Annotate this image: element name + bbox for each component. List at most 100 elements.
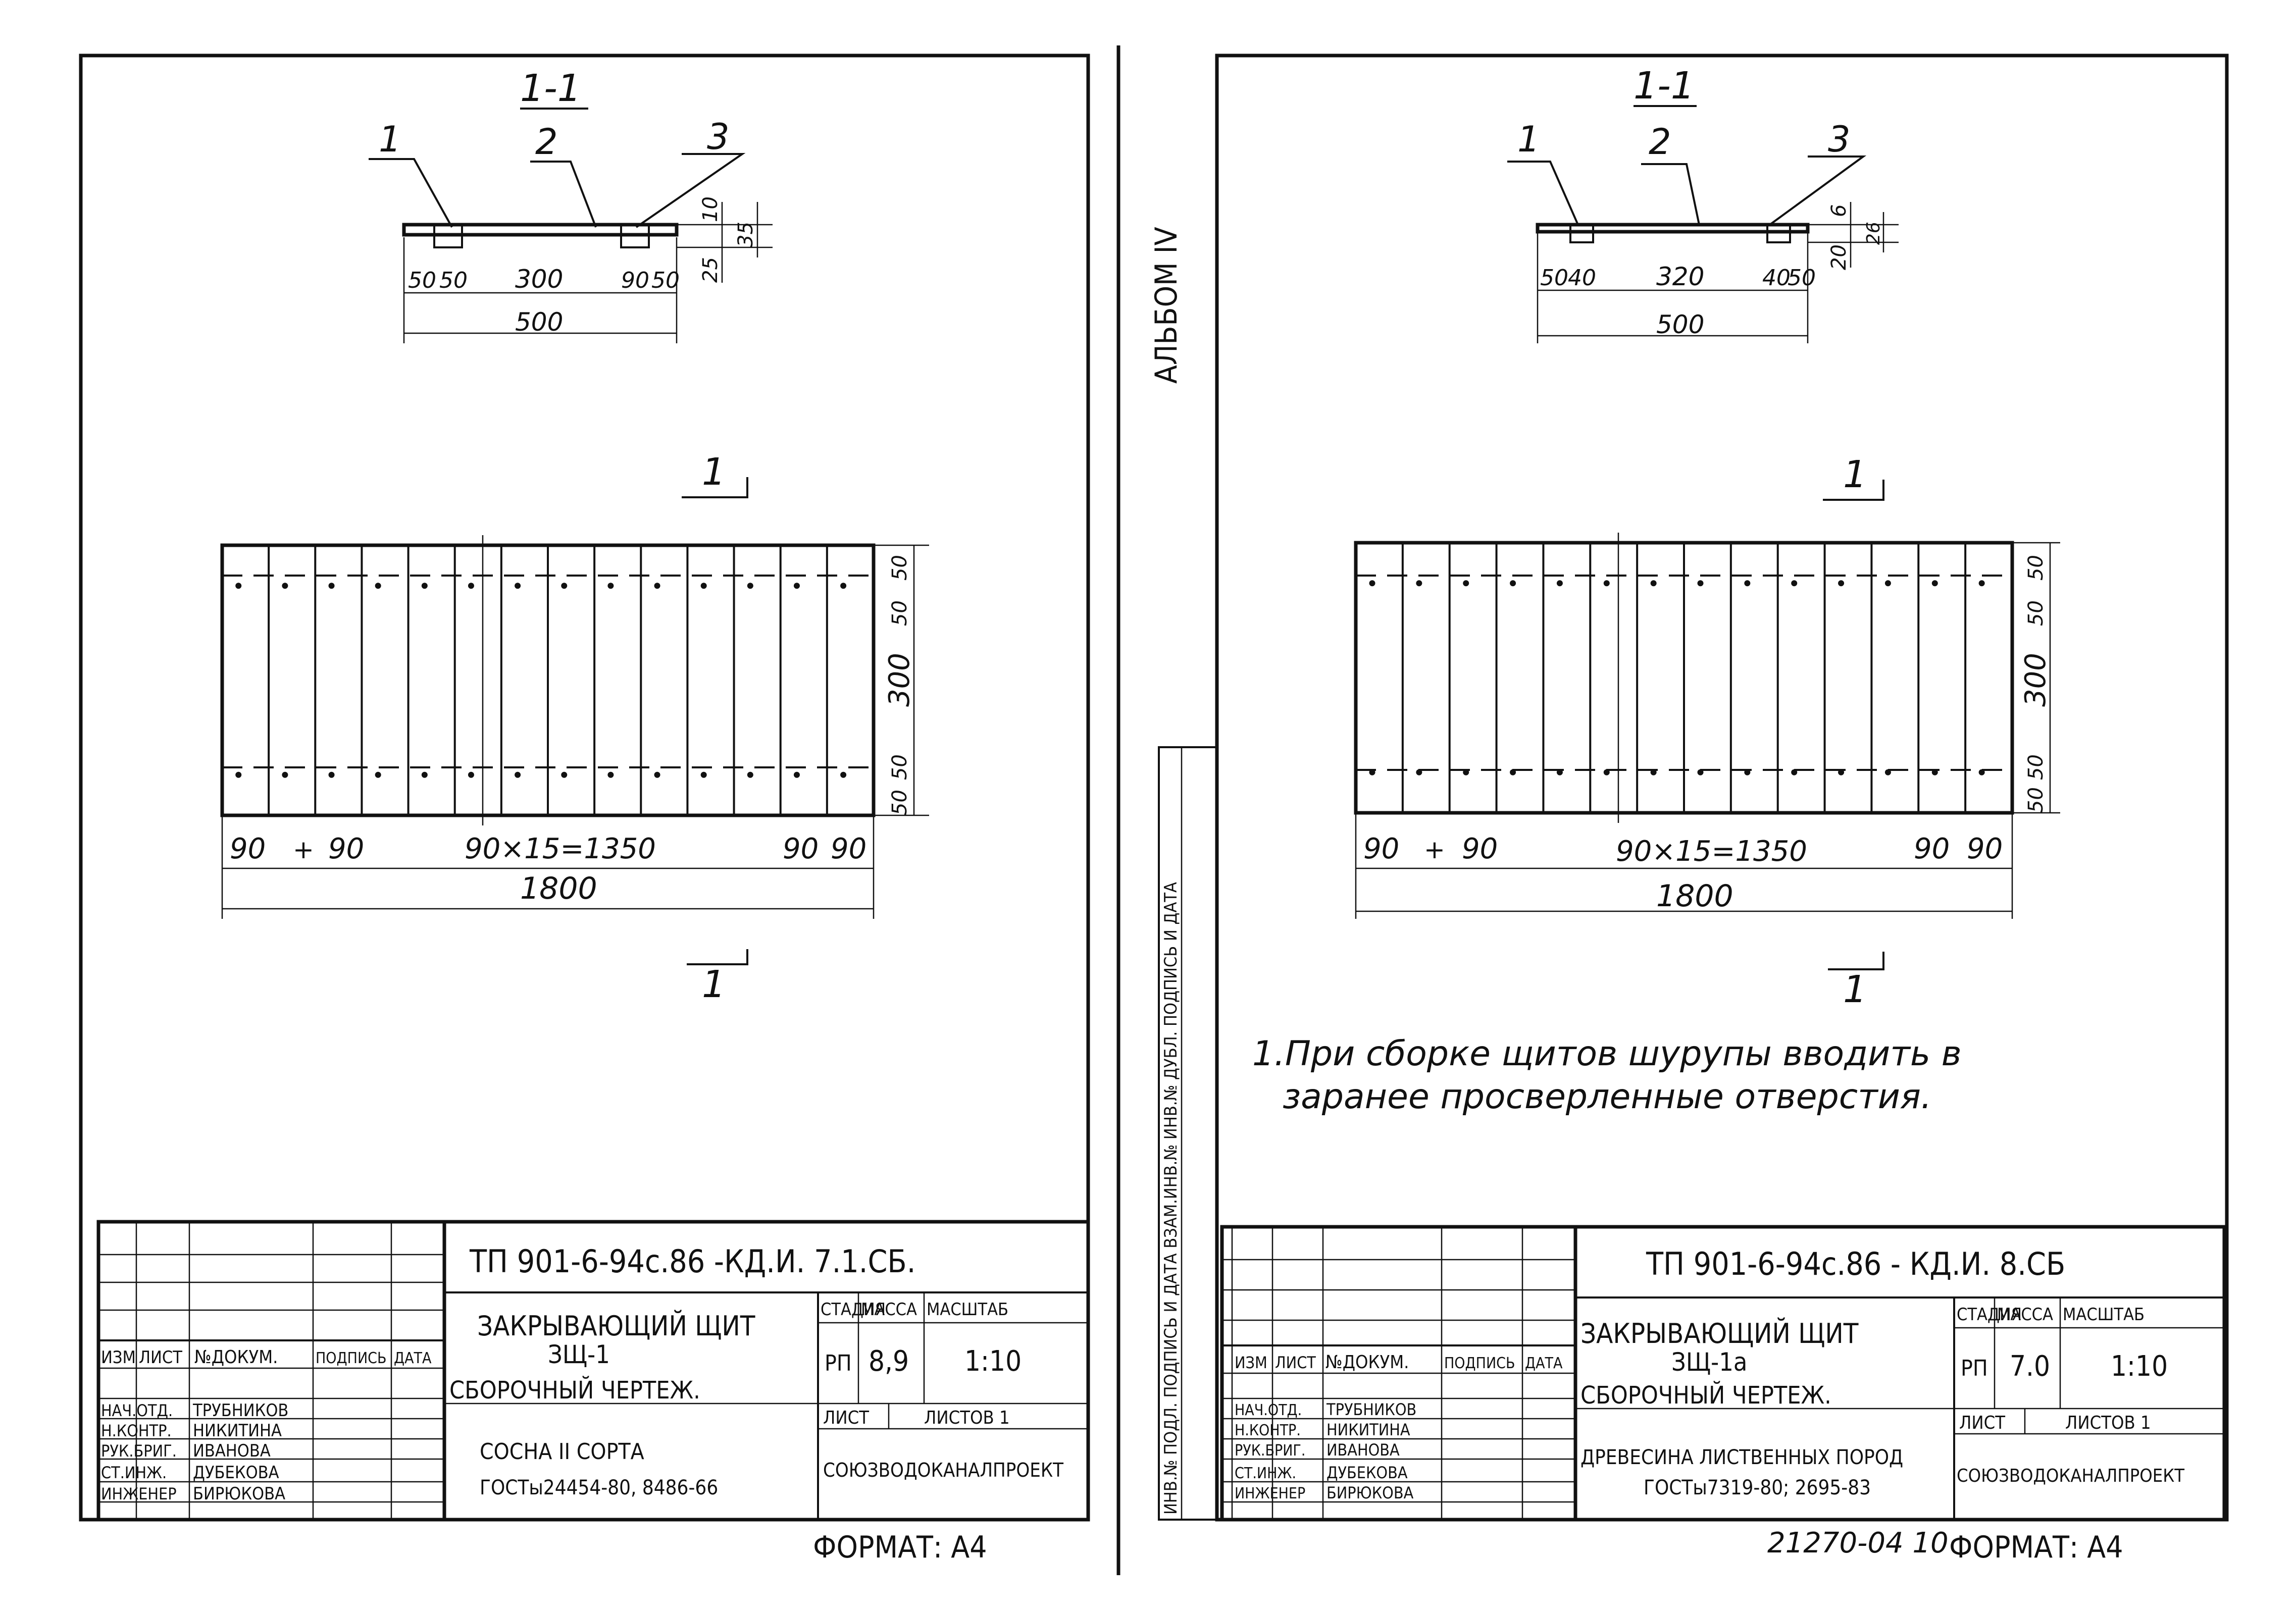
stage: РП xyxy=(825,1351,852,1376)
screw-dot xyxy=(1931,580,1938,587)
dim: 300 xyxy=(2019,653,2052,707)
sheet-left: 1-1 1 2 3 50 50 300 90 50 500 10 xyxy=(79,54,1090,1565)
screw-dot xyxy=(607,583,614,589)
dim: 50 xyxy=(1540,265,1568,291)
drawing-name: ЗАКРЫВАЮЩИЙ ЩИТ xyxy=(1580,1318,1859,1349)
mass: 7.0 xyxy=(2010,1350,2050,1383)
plan-view: 1 90 + 90 90×15=1350 90 90 1800 50 50 30… xyxy=(220,450,929,1006)
drawing-name: ЗАКРЫВАЮЩИЙ ЩИТ xyxy=(477,1310,755,1342)
screw-dot xyxy=(561,771,568,778)
role: Н.КОНТР. xyxy=(101,1421,172,1440)
organization: СОЮЗВОДОКАНАЛПРОЕКТ xyxy=(1957,1466,2184,1486)
dim: 50 xyxy=(2024,555,2048,581)
dim: 50 xyxy=(2024,754,2048,780)
dim: 300 xyxy=(883,653,916,707)
organization: СОЮЗВОДОКАНАЛПРОЕКТ xyxy=(823,1459,1063,1481)
screw-dot xyxy=(1369,580,1375,587)
dim: 90 xyxy=(1363,833,1399,865)
dim: 50 xyxy=(888,555,911,581)
screw-dot xyxy=(561,583,568,589)
dim: 25 xyxy=(699,257,722,283)
signer-name: ИВАНОВА xyxy=(193,1441,271,1461)
material-standard: ГОСТы24454-80, 8486-66 xyxy=(480,1476,718,1499)
dim: 90 xyxy=(1462,833,1498,865)
dim: + xyxy=(293,835,314,864)
screw-dot xyxy=(375,583,381,589)
sheet-label: ЛИСТ xyxy=(1959,1413,2005,1433)
dim: 35 xyxy=(734,222,757,247)
dim: 40 xyxy=(1762,265,1791,291)
section-view: 1-1 1 2 3 50 50 300 90 50 500 10 xyxy=(369,67,773,343)
screw-dot xyxy=(654,583,660,589)
role: ИНЖЕНЕР xyxy=(101,1484,177,1503)
role: НАЧ.ОТД. xyxy=(101,1401,173,1420)
dim: 50 xyxy=(888,790,911,815)
title-block: ИЗМ ЛИСТ №ДОКУМ. ПОДПИСЬ ДАТА НАЧ.ОТД. Н… xyxy=(96,1220,1090,1565)
dim: 90 xyxy=(1967,833,2003,865)
scale-header: МАСШТАБ xyxy=(927,1300,1008,1320)
col-header: ПОДПИСЬ xyxy=(1444,1355,1515,1372)
dim: 10 xyxy=(699,196,722,222)
screw-dot xyxy=(1416,580,1422,587)
screw-dot xyxy=(840,771,847,778)
mass: 8,9 xyxy=(869,1345,909,1378)
stage: РП xyxy=(1961,1356,1988,1381)
cut-arrow xyxy=(687,949,748,965)
signer-name: ИВАНОВА xyxy=(1326,1440,1400,1460)
dim-total: 1800 xyxy=(1656,878,1733,914)
screw-dot xyxy=(1510,580,1516,587)
album-label: АЛЬБОМ IV xyxy=(1149,227,1184,384)
cut-mark-top: 1 xyxy=(702,450,726,494)
doc-code: ТП 901-6-94с.86 -КД.И. 7.1.СБ. xyxy=(469,1243,915,1280)
dim: 90 xyxy=(621,268,649,293)
leader-1 xyxy=(369,158,453,228)
col-header: ИЗМ xyxy=(1235,1353,1267,1372)
boards xyxy=(235,535,847,825)
col-header: ЛИСТ xyxy=(139,1347,182,1368)
screw-dot xyxy=(840,583,847,589)
col-header: №ДОКУМ. xyxy=(1325,1352,1409,1373)
signer-name: БИРЮКОВА xyxy=(193,1484,285,1504)
dim: 300 xyxy=(515,265,563,294)
drawing-mark: ЗЩ-1а xyxy=(1671,1347,1747,1377)
board-top xyxy=(402,223,679,237)
dim: 90 xyxy=(328,833,364,865)
mass-header: МАССА xyxy=(1997,1305,2053,1325)
screw-dot xyxy=(747,583,753,589)
screw-dot xyxy=(282,583,288,589)
dim: 50 xyxy=(408,268,436,293)
screw-dot xyxy=(1978,580,1985,587)
role: СТ.ИНЖ. xyxy=(101,1463,167,1482)
col-header: ИЗМ xyxy=(101,1347,136,1368)
screw-dot xyxy=(421,771,428,778)
title-block: ИЗМ ЛИСТ №ДОКУМ. ПОДПИСЬ ДАТА НАЧ.ОТД. Н… xyxy=(1220,1225,2226,1565)
side-stamp-text: ИНВ.№ ПОДЛ. ПОДПИСЬ И ДАТА ВЗАМ.ИНВ.№ ИН… xyxy=(1161,882,1181,1515)
screw-dot xyxy=(375,771,381,778)
dim: 90×15=1350 xyxy=(465,833,656,865)
screw-dot xyxy=(607,771,614,778)
screw-dot xyxy=(468,771,474,778)
role: ИНЖЕНЕР xyxy=(1235,1485,1305,1502)
drawing-type: СБОРОЧНЫЙ ЧЕРТЕЖ. xyxy=(449,1376,700,1405)
screw-dot xyxy=(700,583,707,589)
leader-2 xyxy=(530,161,597,228)
screw-dot xyxy=(235,583,242,589)
callout-3: 3 xyxy=(707,116,730,158)
screw-dot xyxy=(1697,580,1704,587)
sheet-right: ИНВ.№ ПОДЛ. ПОДПИСЬ И ДАТА ВЗАМ.ИНВ.№ ИН… xyxy=(1158,54,2229,1565)
section-label: 1-1 xyxy=(520,67,581,110)
dim-total: 500 xyxy=(515,307,563,337)
screw-dot xyxy=(421,583,428,589)
section-label: 1-1 xyxy=(1634,64,1695,108)
dim: 90 xyxy=(783,833,819,865)
role: СТ.ИНЖ. xyxy=(1235,1465,1296,1482)
screw-dot xyxy=(1463,580,1469,587)
material: СОСНА II СОРТА xyxy=(480,1439,644,1465)
side-stamp xyxy=(1158,746,1218,1521)
screw-dot xyxy=(700,771,707,778)
col-header: ДАТА xyxy=(394,1349,432,1367)
screw-dot xyxy=(1791,580,1798,587)
dim: 50 xyxy=(1788,265,1816,291)
leader-3 xyxy=(635,153,746,228)
material: ДРЕВЕСИНА ЛИСТВЕННЫХ ПОРОД xyxy=(1580,1446,1903,1469)
